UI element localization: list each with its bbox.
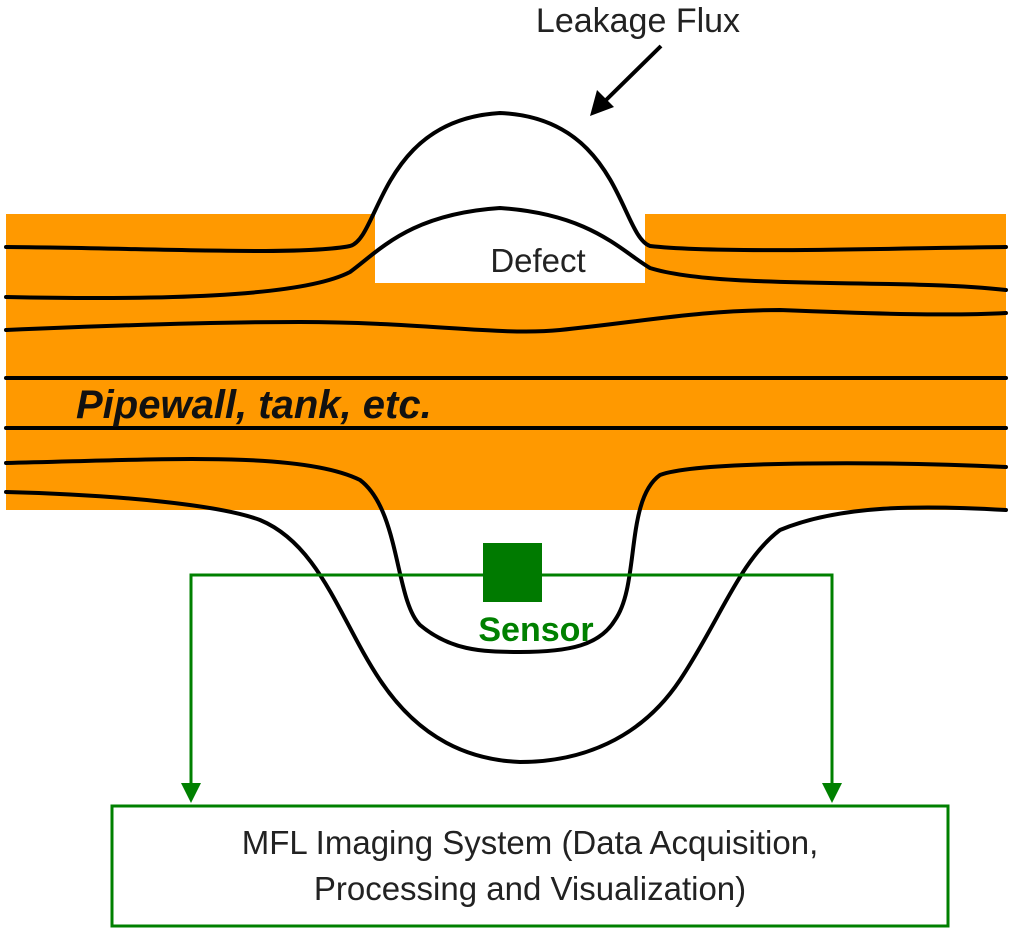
sensor-square [483, 543, 542, 602]
flux-line-7 [4, 490, 1008, 765]
defect-label: Defect [490, 242, 585, 279]
right-arrowhead [822, 783, 842, 803]
leakage-flux-line [4, 110, 1008, 253]
material-label: Pipewall, tank, etc. [76, 383, 432, 427]
signal-wiring [189, 573, 834, 786]
flux-lines [4, 110, 1008, 765]
mfl-system-box [110, 804, 950, 928]
flux-line-3 [4, 307, 1008, 334]
sensor-label: Sensor [478, 611, 593, 649]
signal-wire [189, 573, 834, 786]
flux-line-6 [4, 456, 1008, 655]
leakage-flux-label: Leakage Flux [536, 2, 740, 40]
flux-line-2 [4, 205, 1008, 301]
left-arrowhead [181, 783, 201, 803]
leakage-arrow [590, 44, 663, 116]
